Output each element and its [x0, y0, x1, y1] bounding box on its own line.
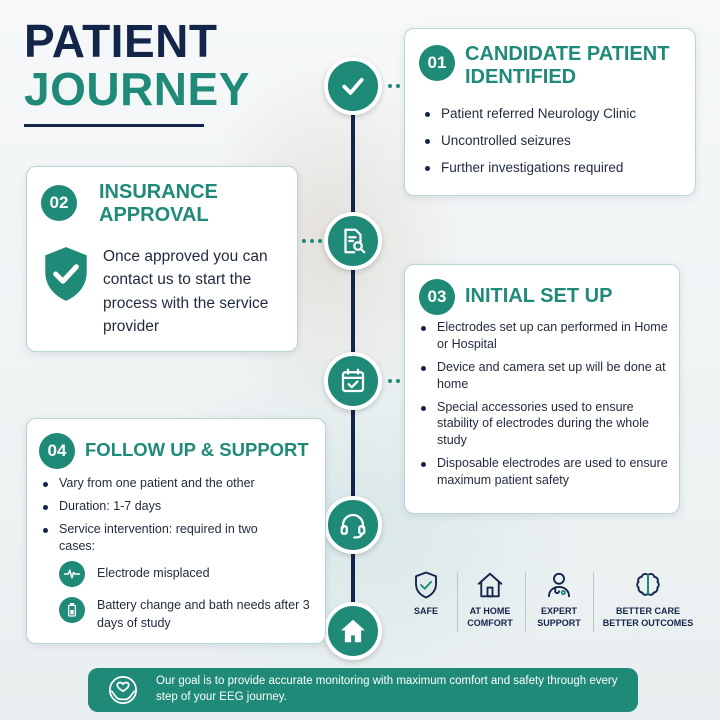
step-title: CANDIDATE PATIENT IDENTIFIED	[465, 43, 670, 88]
document-search-icon	[324, 212, 382, 270]
step-number: 03	[419, 279, 455, 315]
divider	[457, 572, 458, 632]
shield-check-icon	[41, 245, 91, 303]
footer-banner: Our goal is to provide accurate monitori…	[88, 668, 638, 712]
calendar-check-icon	[324, 352, 382, 410]
list-item: Patient referred Neurology Clinic	[423, 105, 691, 123]
case-label: Battery change and bath needs after 3 da…	[97, 598, 310, 631]
feature-safe: SAFE	[408, 570, 444, 618]
feature-label: EXPERT SUPPORT	[537, 606, 581, 628]
headset-icon	[324, 496, 382, 554]
battery-icon	[59, 597, 85, 623]
list-item: Service intervention: required in two ca…	[41, 521, 261, 555]
case-label: Electrode misplaced	[97, 566, 210, 580]
list-item: Duration: 1-7 days	[41, 498, 261, 515]
step-number: 04	[39, 433, 75, 469]
home-icon	[324, 602, 382, 660]
home-icon	[477, 572, 503, 598]
step-description: Once approved you can contact us to star…	[103, 248, 269, 335]
connector-dots	[302, 239, 322, 243]
step-title: FOLLOW UP & SUPPORT	[85, 439, 309, 460]
feature-better-care: BETTER CARE BETTER OUTCOMES	[600, 570, 696, 629]
checkmark-icon	[324, 57, 382, 115]
list-item: Uncontrolled seizures	[423, 132, 691, 150]
list-item: Device and camera set up will be done at…	[419, 359, 669, 393]
list-item: Further investigations required	[423, 159, 691, 177]
footer-text: Our goal is to provide accurate monitori…	[156, 675, 618, 703]
divider	[593, 572, 594, 632]
title-line1: PATIENT	[24, 15, 218, 67]
step-title: INSURANCE APPROVAL	[99, 181, 218, 226]
page-title: PATIENT JOURNEY	[24, 18, 250, 112]
feature-home: AT HOME COMFORT	[460, 570, 520, 629]
list-item: Electrodes set up can performed in Home …	[419, 319, 669, 353]
step-bullets: Vary from one patient and the other Dura…	[41, 475, 261, 555]
divider	[525, 572, 526, 632]
step-03-card: 03 INITIAL SET UP Electrodes set up can …	[404, 264, 680, 514]
step-title: INITIAL SET UP	[465, 285, 613, 307]
heart-hands-icon	[109, 676, 137, 704]
step-04-card: 04 FOLLOW UP & SUPPORT Vary from one pat…	[26, 418, 326, 644]
list-item: Disposable electrodes are used to ensure…	[419, 455, 669, 489]
feature-label: AT HOME COMFORT	[467, 606, 513, 628]
heartbeat-icon	[59, 561, 85, 587]
doctor-icon	[548, 572, 570, 598]
step-bullets: Electrodes set up can performed in Home …	[419, 319, 669, 489]
shield-check-icon	[415, 571, 437, 599]
list-item: Special accessories used to ensure stabi…	[419, 399, 669, 450]
step-bullets: Patient referred Neurology Clinic Uncont…	[423, 105, 691, 178]
timeline-line	[351, 60, 355, 640]
step-02-card: 02 INSURANCE APPROVAL Once approved you …	[26, 166, 298, 352]
feature-expert-support: EXPERT SUPPORT	[530, 570, 588, 629]
step-number: 01	[419, 45, 455, 81]
step-number: 02	[41, 185, 77, 221]
title-underline	[24, 124, 204, 127]
step-01-card: 01 CANDIDATE PATIENT IDENTIFIED Patient …	[404, 28, 696, 196]
list-item: Vary from one patient and the other	[41, 475, 261, 492]
brain-icon	[636, 573, 660, 596]
feature-label: SAFE	[413, 606, 438, 616]
title-line2: JOURNEY	[24, 63, 250, 115]
feature-label: BETTER CARE BETTER OUTCOMES	[602, 606, 694, 628]
